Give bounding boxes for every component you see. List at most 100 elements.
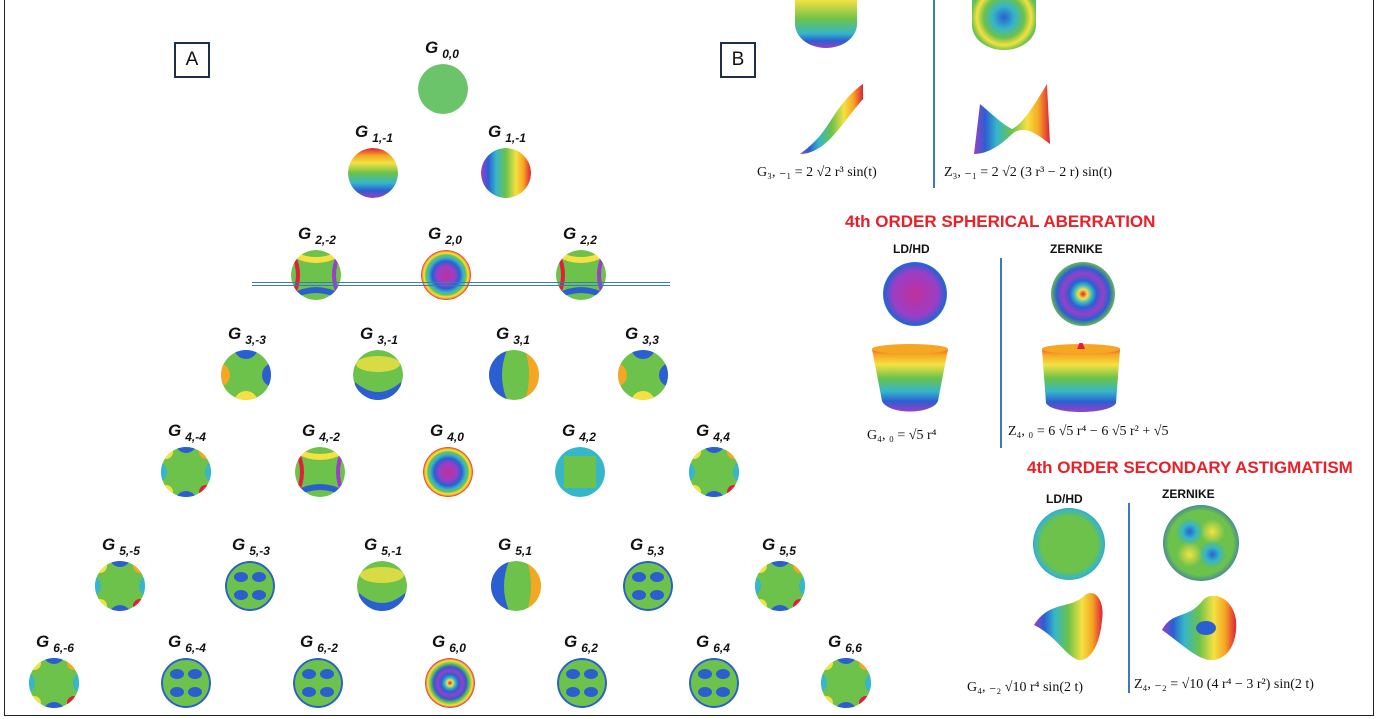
coma-z-surface bbox=[974, 84, 1050, 154]
term-symbol: G bbox=[432, 632, 446, 651]
coma-g-formula: G₃, ₋₁ = 2 √2 r³ sin(t) bbox=[757, 165, 877, 180]
zernike-disk bbox=[423, 447, 473, 497]
term-symbol: G bbox=[300, 632, 314, 651]
term-symbol: G bbox=[762, 535, 776, 554]
divider-line bbox=[252, 282, 670, 283]
zernike-disk bbox=[225, 561, 275, 611]
spherical-g-formula: G₄, ₀ = √5 r⁴ bbox=[867, 428, 937, 443]
zernike-disk bbox=[623, 561, 673, 611]
spherical-z-formula: Z₄, ₀ = 6 √5 r⁴ − 6 √5 r² + √5 bbox=[1008, 424, 1169, 439]
term-index: 6,6 bbox=[845, 641, 862, 655]
term-symbol: G bbox=[428, 224, 442, 243]
astigmatism-g-surface bbox=[1034, 592, 1103, 661]
term-symbol: G bbox=[364, 535, 378, 554]
astigmatism-right-label: ZERNIKE bbox=[1162, 487, 1215, 501]
panel-a-text: A bbox=[185, 49, 199, 70]
term-index: 3,-1 bbox=[377, 333, 398, 347]
astigmatism-z-formula: Z₄, ₋₂ = √10 (4 r⁴ − 3 r²) sin(2 t) bbox=[1134, 677, 1314, 692]
term-index: 1,-1 bbox=[372, 131, 393, 145]
zernike-disk bbox=[491, 561, 541, 611]
term-index: 5,-1 bbox=[381, 544, 402, 558]
zernike-disk bbox=[425, 658, 475, 708]
term-index: 5,-3 bbox=[249, 544, 270, 558]
term-symbol: G bbox=[630, 535, 644, 554]
term-symbol: G bbox=[168, 421, 182, 440]
spherical-z-surface bbox=[1042, 343, 1120, 412]
term-index: 6,-2 bbox=[317, 641, 338, 655]
term-index: 5,3 bbox=[647, 544, 664, 558]
zernike-disk bbox=[161, 447, 211, 497]
term-symbol: G bbox=[564, 632, 578, 651]
zernike-disk bbox=[357, 561, 407, 611]
term-symbol: G bbox=[488, 122, 502, 141]
zernike-disk bbox=[418, 64, 468, 114]
term-index: 5,5 bbox=[779, 544, 796, 558]
term-index: 4,4 bbox=[713, 430, 730, 444]
zernike-disk bbox=[95, 561, 145, 611]
term-index: 5,1 bbox=[515, 544, 532, 558]
zernike-disk bbox=[161, 658, 211, 708]
term-symbol: G bbox=[696, 421, 710, 440]
term-index: 4,-4 bbox=[185, 430, 206, 444]
astigmatism-heading: 4th ORDER SECONDARY ASTIGMATISM bbox=[1027, 458, 1353, 477]
zernike-disk bbox=[557, 658, 607, 708]
zernike-disk bbox=[293, 658, 343, 708]
term-index: 5,-5 bbox=[119, 544, 140, 558]
zernike-disk bbox=[689, 658, 739, 708]
astigmatism-z-disk bbox=[1163, 505, 1239, 581]
term-symbol: G bbox=[36, 632, 50, 651]
panel-label-a: A bbox=[174, 42, 210, 78]
spherical-g-surface bbox=[872, 344, 948, 412]
term-index: 6,-6 bbox=[53, 641, 74, 655]
term-symbol: G bbox=[355, 122, 369, 141]
spherical-g-disk bbox=[883, 262, 947, 326]
zernike-disk bbox=[555, 447, 605, 497]
astigmatism-left-label: LD/HD bbox=[1046, 492, 1083, 506]
coma-z-disk bbox=[972, 0, 1036, 50]
term-symbol: G bbox=[228, 324, 242, 343]
figure-frame bbox=[4, 0, 1374, 716]
term-index: 2,0 bbox=[445, 233, 462, 247]
zernike-disk bbox=[291, 250, 341, 300]
zernike-disk bbox=[618, 350, 668, 400]
term-index: 3,3 bbox=[642, 333, 659, 347]
term-symbol: G bbox=[360, 324, 374, 343]
term-index: 6,2 bbox=[581, 641, 598, 655]
coma-divider bbox=[933, 0, 935, 188]
divider-line bbox=[252, 285, 670, 286]
zernike-disk bbox=[821, 658, 871, 708]
panel-b-text: B bbox=[731, 49, 745, 70]
zernike-disk bbox=[755, 561, 805, 611]
zernike-disk bbox=[489, 350, 539, 400]
term-symbol: G bbox=[168, 632, 182, 651]
term-index: 4,0 bbox=[447, 430, 464, 444]
coma-g-surface bbox=[800, 84, 863, 154]
term-symbol: G bbox=[625, 324, 639, 343]
term-symbol: G bbox=[302, 421, 316, 440]
spherical-left-label: LD/HD bbox=[893, 242, 930, 256]
zernike-disk bbox=[353, 350, 403, 400]
term-index: 3,1 bbox=[513, 333, 530, 347]
spherical-z-disk bbox=[1051, 262, 1115, 326]
coma-g-disk bbox=[795, 0, 857, 48]
zernike-disk bbox=[481, 148, 531, 198]
zernike-disk bbox=[348, 148, 398, 198]
term-symbol: G bbox=[696, 632, 710, 651]
term-symbol: G bbox=[232, 535, 246, 554]
term-index: 4,2 bbox=[579, 430, 596, 444]
term-index: 6,-4 bbox=[185, 641, 206, 655]
